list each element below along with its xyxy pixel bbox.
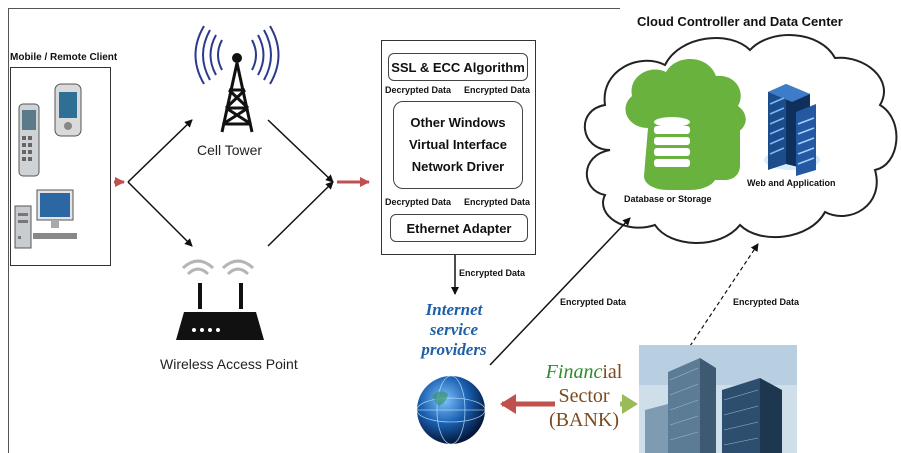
frame-top-line bbox=[8, 8, 620, 9]
isp-to-cloud-line bbox=[489, 217, 631, 366]
cell-tower-icon bbox=[194, 25, 280, 133]
encrypted-data-top: Encrypted Data bbox=[464, 85, 531, 95]
cell-tower-label: Cell Tower bbox=[197, 142, 263, 158]
bank-line1-rest: ial bbox=[602, 361, 623, 383]
wap-label: Wireless Access Point bbox=[160, 356, 298, 372]
bank-line2: Sector bbox=[558, 385, 610, 407]
cloud-shape bbox=[583, 34, 898, 244]
database-label: Database or Storage bbox=[624, 194, 712, 204]
decrypted-data-bottom: Decrypted Data bbox=[385, 197, 452, 207]
bank-line1-italic: Financ bbox=[545, 361, 603, 383]
ethernet-adapter-box: Ethernet Adapter bbox=[390, 214, 528, 242]
virtual-line-1: Other Windows bbox=[410, 115, 506, 130]
bank-buildings-image bbox=[639, 345, 797, 453]
ssl-ecc-box: SSL & ECC Algorithm bbox=[388, 53, 528, 81]
decrypted-data-top: Decrypted Data bbox=[385, 85, 452, 95]
isp-link-label: Encrypted Data bbox=[560, 297, 627, 307]
web-app-label: Web and Application bbox=[747, 178, 836, 188]
database-icon bbox=[625, 58, 746, 191]
virtual-line-3: Network Driver bbox=[411, 159, 505, 174]
virtual-line-2: Virtual Interface bbox=[408, 137, 508, 152]
isp-line-2: service bbox=[429, 320, 479, 339]
wireless-router-icon bbox=[176, 259, 264, 340]
to-wap-line bbox=[127, 181, 193, 247]
bank-to-cloud-line bbox=[689, 243, 759, 347]
bank-link-label: Encrypted Data bbox=[733, 297, 800, 307]
to-tower-line bbox=[127, 119, 193, 183]
bank-line3: (BANK) bbox=[549, 409, 619, 431]
client-label: Mobile / Remote Client bbox=[10, 52, 118, 63]
isp-label: Internet service providers bbox=[408, 300, 500, 360]
encrypted-data-down: Encrypted Data bbox=[459, 268, 526, 278]
cloud-title: Cloud Controller and Data Center bbox=[637, 14, 843, 29]
frame-left-line bbox=[8, 8, 9, 453]
bank-label: Financial Sector (BANK) bbox=[532, 360, 636, 432]
isp-line-1: Internet bbox=[425, 300, 483, 319]
isp-line-3: providers bbox=[421, 340, 487, 359]
wap-merge-line bbox=[267, 181, 334, 247]
tower-merge-line bbox=[267, 119, 334, 183]
encrypted-data-bottom: Encrypted Data bbox=[464, 197, 531, 207]
virtual-interface-box: Other Windows Virtual Interface Network … bbox=[393, 101, 523, 189]
client-box bbox=[10, 67, 111, 266]
globe-icon bbox=[416, 375, 486, 445]
client-devices-icon bbox=[14, 83, 82, 249]
server-icon bbox=[764, 84, 820, 176]
